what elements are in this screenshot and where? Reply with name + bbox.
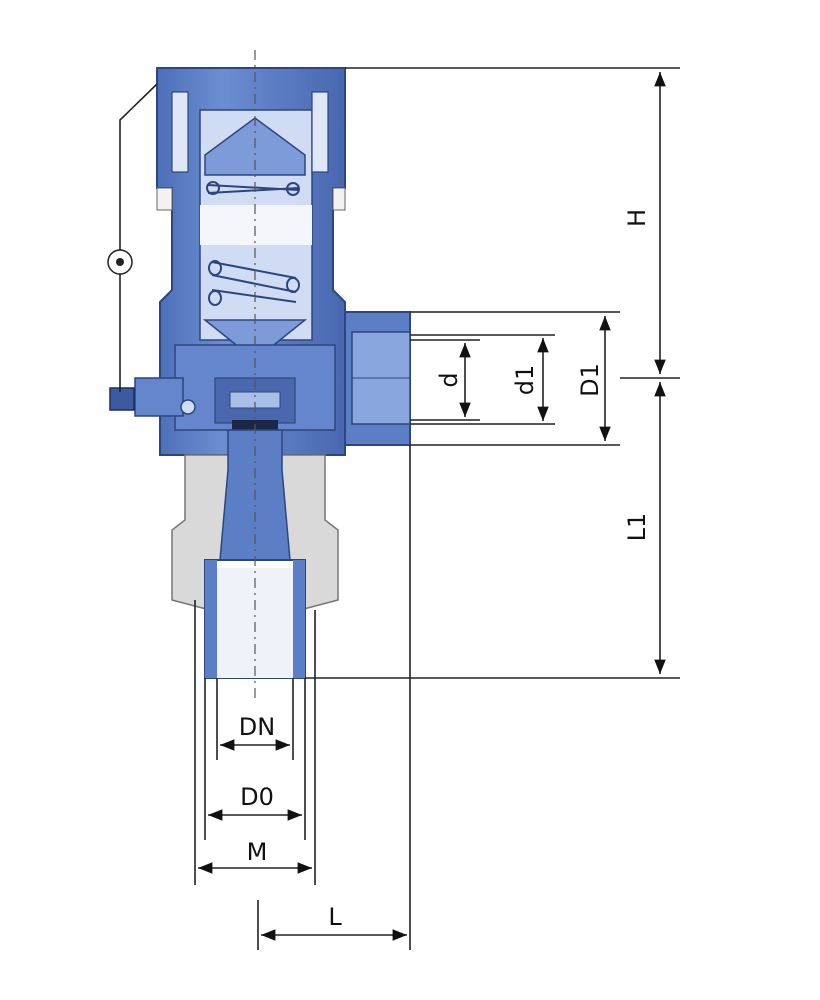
label-M: M [247, 838, 268, 866]
spring-upper [206, 181, 300, 196]
valve-body [107, 50, 411, 700]
label-L1: L1 [623, 513, 651, 542]
dimension-lines [194, 67, 680, 950]
label-d1: d1 [511, 365, 539, 396]
label-D1: D1 [576, 363, 604, 397]
dimension-labels: H L1 D1 d1 d DN D0 M L [239, 209, 651, 931]
spring-lower [208, 260, 300, 306]
label-H: H [623, 209, 651, 227]
label-D0: D0 [240, 783, 274, 811]
label-L: L [328, 903, 342, 931]
label-d: d [435, 372, 463, 387]
label-DN: DN [239, 713, 275, 741]
